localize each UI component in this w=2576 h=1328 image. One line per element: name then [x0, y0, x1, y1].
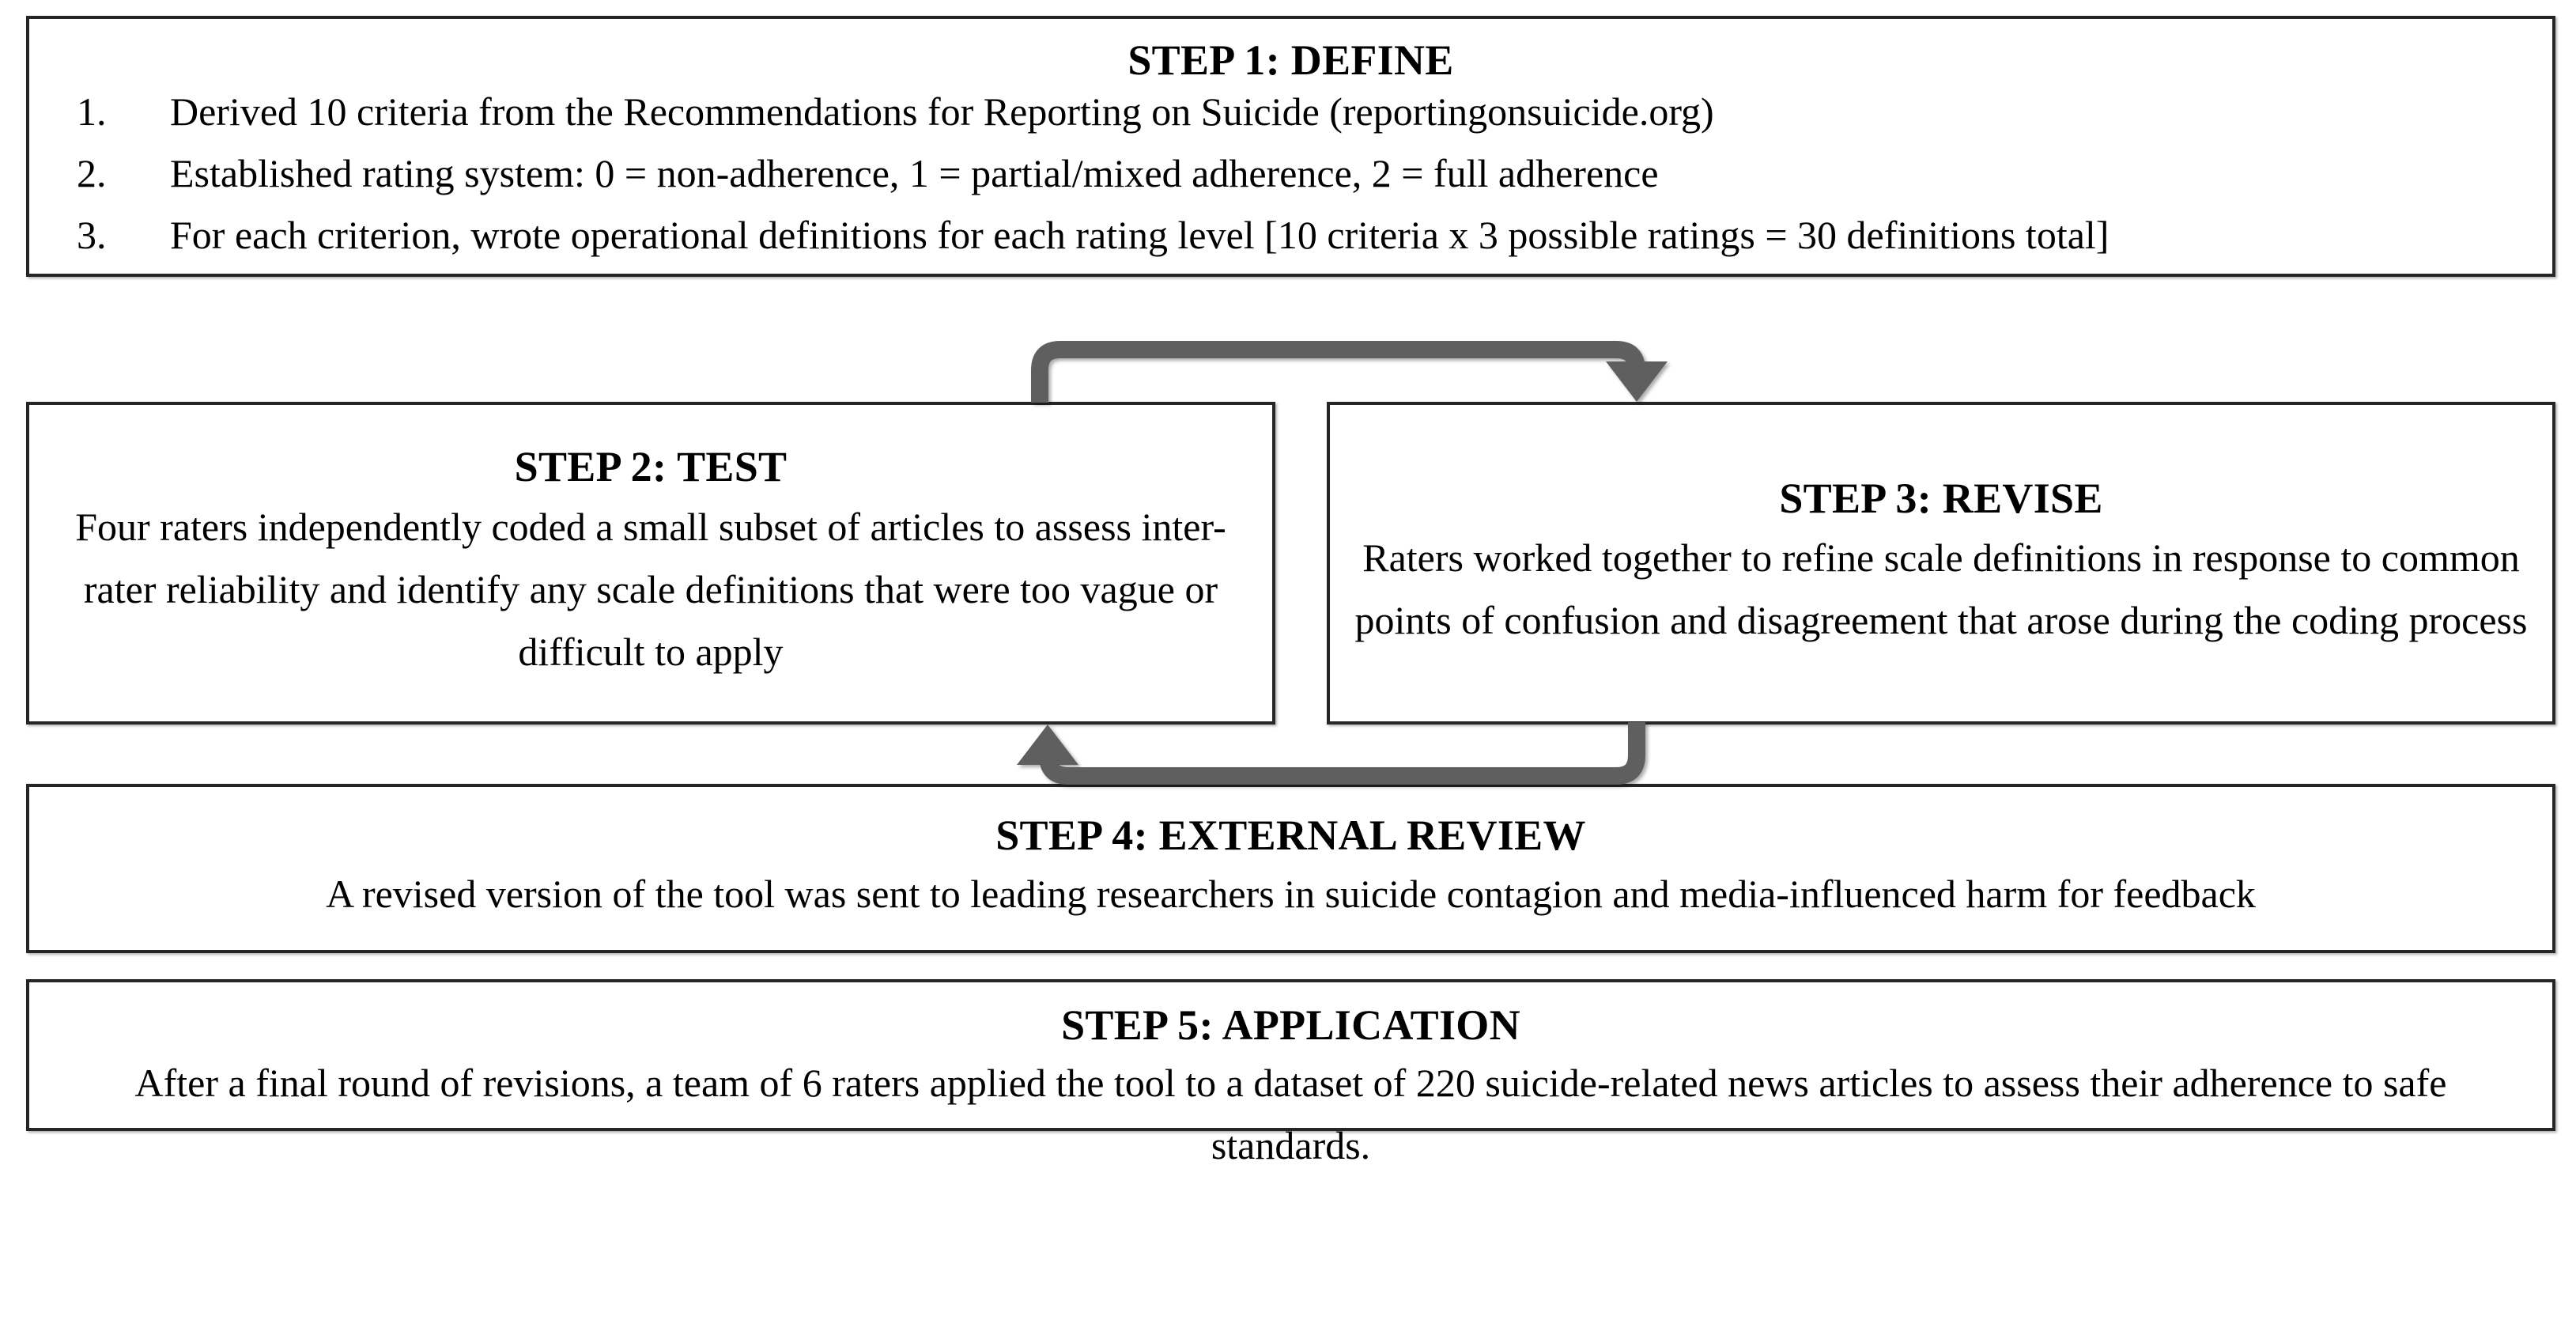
step4-body: A revised version of the tool was sent t… — [326, 871, 2256, 916]
step2-body: Four raters independently coded a small … — [75, 504, 1226, 674]
step-box-define: STEP 1: DEFINE 1. Derived 10 criteria fr… — [26, 16, 2555, 277]
list-item-text: Established rating system: 0 = non-adher… — [170, 151, 1659, 196]
step5-body: After a final round of revisions, a team… — [134, 1061, 2447, 1168]
list-item: 1. Derived 10 criteria from the Recommen… — [77, 92, 2529, 131]
step5-title: STEP 5: APPLICATION — [1061, 1001, 1520, 1049]
step-box-test: STEP 2: TEST Four raters independently c… — [26, 402, 1275, 725]
step3-body: Raters worked together to refine scale d… — [1354, 535, 2528, 643]
step-box-application: STEP 5: APPLICATION After a final round … — [26, 979, 2555, 1167]
list-item-number: 3. — [77, 213, 107, 258]
list-item-text: Derived 10 criteria from the Recommendat… — [170, 89, 1714, 134]
list-item: 2. Established rating system: 0 = non-ad… — [77, 153, 2529, 193]
list-item-number: 1. — [77, 89, 107, 134]
list-item-text: For each criterion, wrote operational de… — [170, 213, 2110, 258]
step4-title: STEP 4: EXTERNAL REVIEW — [995, 812, 1586, 860]
step-box-external-review: STEP 4: EXTERNAL REVIEW A revised versio… — [26, 784, 2555, 953]
arrow-step3-to-step2-icon — [1017, 722, 1645, 785]
step1-title: STEP 1: DEFINE — [1127, 36, 1454, 84]
step1-criteria-list: 1. Derived 10 criteria from the Recommen… — [29, 92, 2552, 255]
step-box-revise: STEP 3: REVISE Raters worked together to… — [1327, 402, 2555, 725]
list-item-number: 2. — [77, 151, 107, 196]
arrow-step2-to-step3-icon — [1031, 341, 1668, 403]
list-item: 3. For each criterion, wrote operational… — [77, 215, 2529, 255]
step3-title: STEP 3: REVISE — [1779, 474, 2103, 522]
step2-title: STEP 2: TEST — [514, 443, 788, 491]
